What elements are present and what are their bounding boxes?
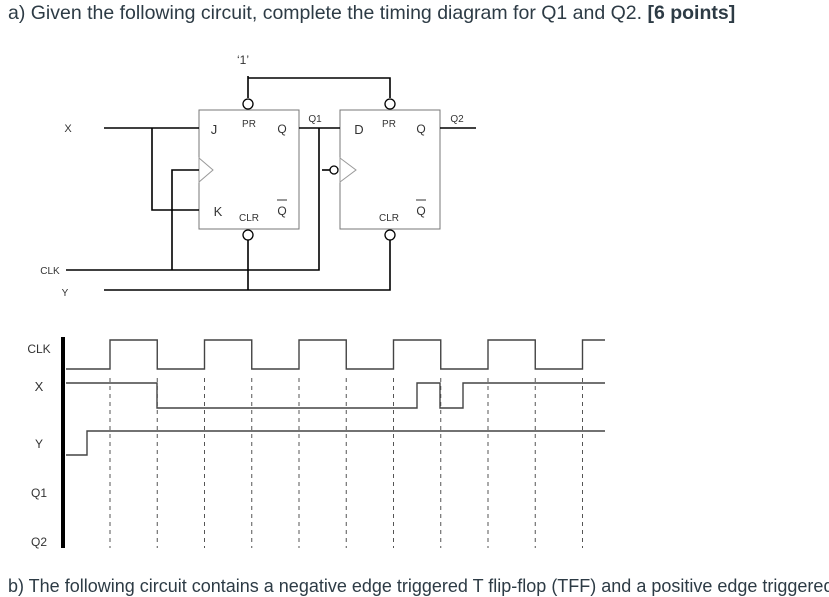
const-one-label: ‘1’	[237, 53, 249, 67]
ff1-clr-bubble	[242, 229, 254, 241]
cut-off-next-question: b) The following circuit contains a nega…	[8, 576, 829, 596]
ff2-clr-label: CLR	[379, 213, 399, 224]
q1-output-label: Q1	[308, 114, 322, 125]
ff2-clock-triangle	[339, 157, 357, 183]
y-wire	[104, 240, 391, 291]
q1-feedback-wire	[104, 128, 320, 271]
timing-label-y: Y	[35, 437, 43, 451]
ff2-d-label: D	[354, 122, 363, 137]
ff1-k-label: K	[214, 204, 223, 219]
input-y-label: Y	[62, 288, 69, 299]
ff2-qbar-label: Q	[416, 204, 425, 218]
ff1-q-label: Q	[277, 122, 286, 136]
ff2-clr-bubble	[384, 229, 396, 241]
ff1-j-label: J	[211, 122, 218, 137]
x-to-k-wire	[151, 128, 199, 211]
timing-label-clk: CLK	[27, 342, 50, 356]
question-points: [6 points]	[647, 2, 736, 24]
clk-to-ff1-wire	[171, 169, 199, 270]
ff2-pr-bubble	[384, 98, 396, 110]
input-x-label: X	[64, 123, 72, 135]
input-clk-label: CLK	[40, 266, 60, 277]
ff2-pr-label: PR	[382, 119, 396, 130]
clk-waveform	[66, 339, 605, 370]
timing-diagram: CLK X Y Q1 Q2	[27, 337, 605, 549]
y-waveform	[66, 430, 605, 456]
question-title: a) Given the following circuit, complete…	[8, 2, 735, 25]
ff1-qbar-label: Q	[277, 204, 286, 218]
x-waveform	[66, 382, 605, 409]
ff1-clr-label: CLR	[239, 213, 259, 224]
ff1-pr-bubble	[242, 98, 254, 110]
q2-output-label: Q2	[450, 114, 464, 125]
timing-label-q1: Q1	[31, 486, 47, 500]
timing-label-x: X	[35, 379, 44, 394]
timing-label-q2: Q2	[31, 535, 47, 549]
ff2-q-label: Q	[416, 122, 425, 136]
jk-flip-flop	[198, 109, 300, 230]
circuit-diagram: ‘1’ J K PR CLR Q Q D PR CLR Q Q X Q1	[40, 53, 476, 299]
timing-gridlines	[109, 378, 583, 548]
ff2-clock-inverter-bubble	[329, 165, 339, 175]
ff1-pr-label: PR	[242, 119, 256, 130]
d-flip-flop	[339, 109, 441, 230]
question-text: a) Given the following circuit, complete…	[8, 2, 648, 24]
const-one-wire-ff2	[248, 77, 391, 98]
